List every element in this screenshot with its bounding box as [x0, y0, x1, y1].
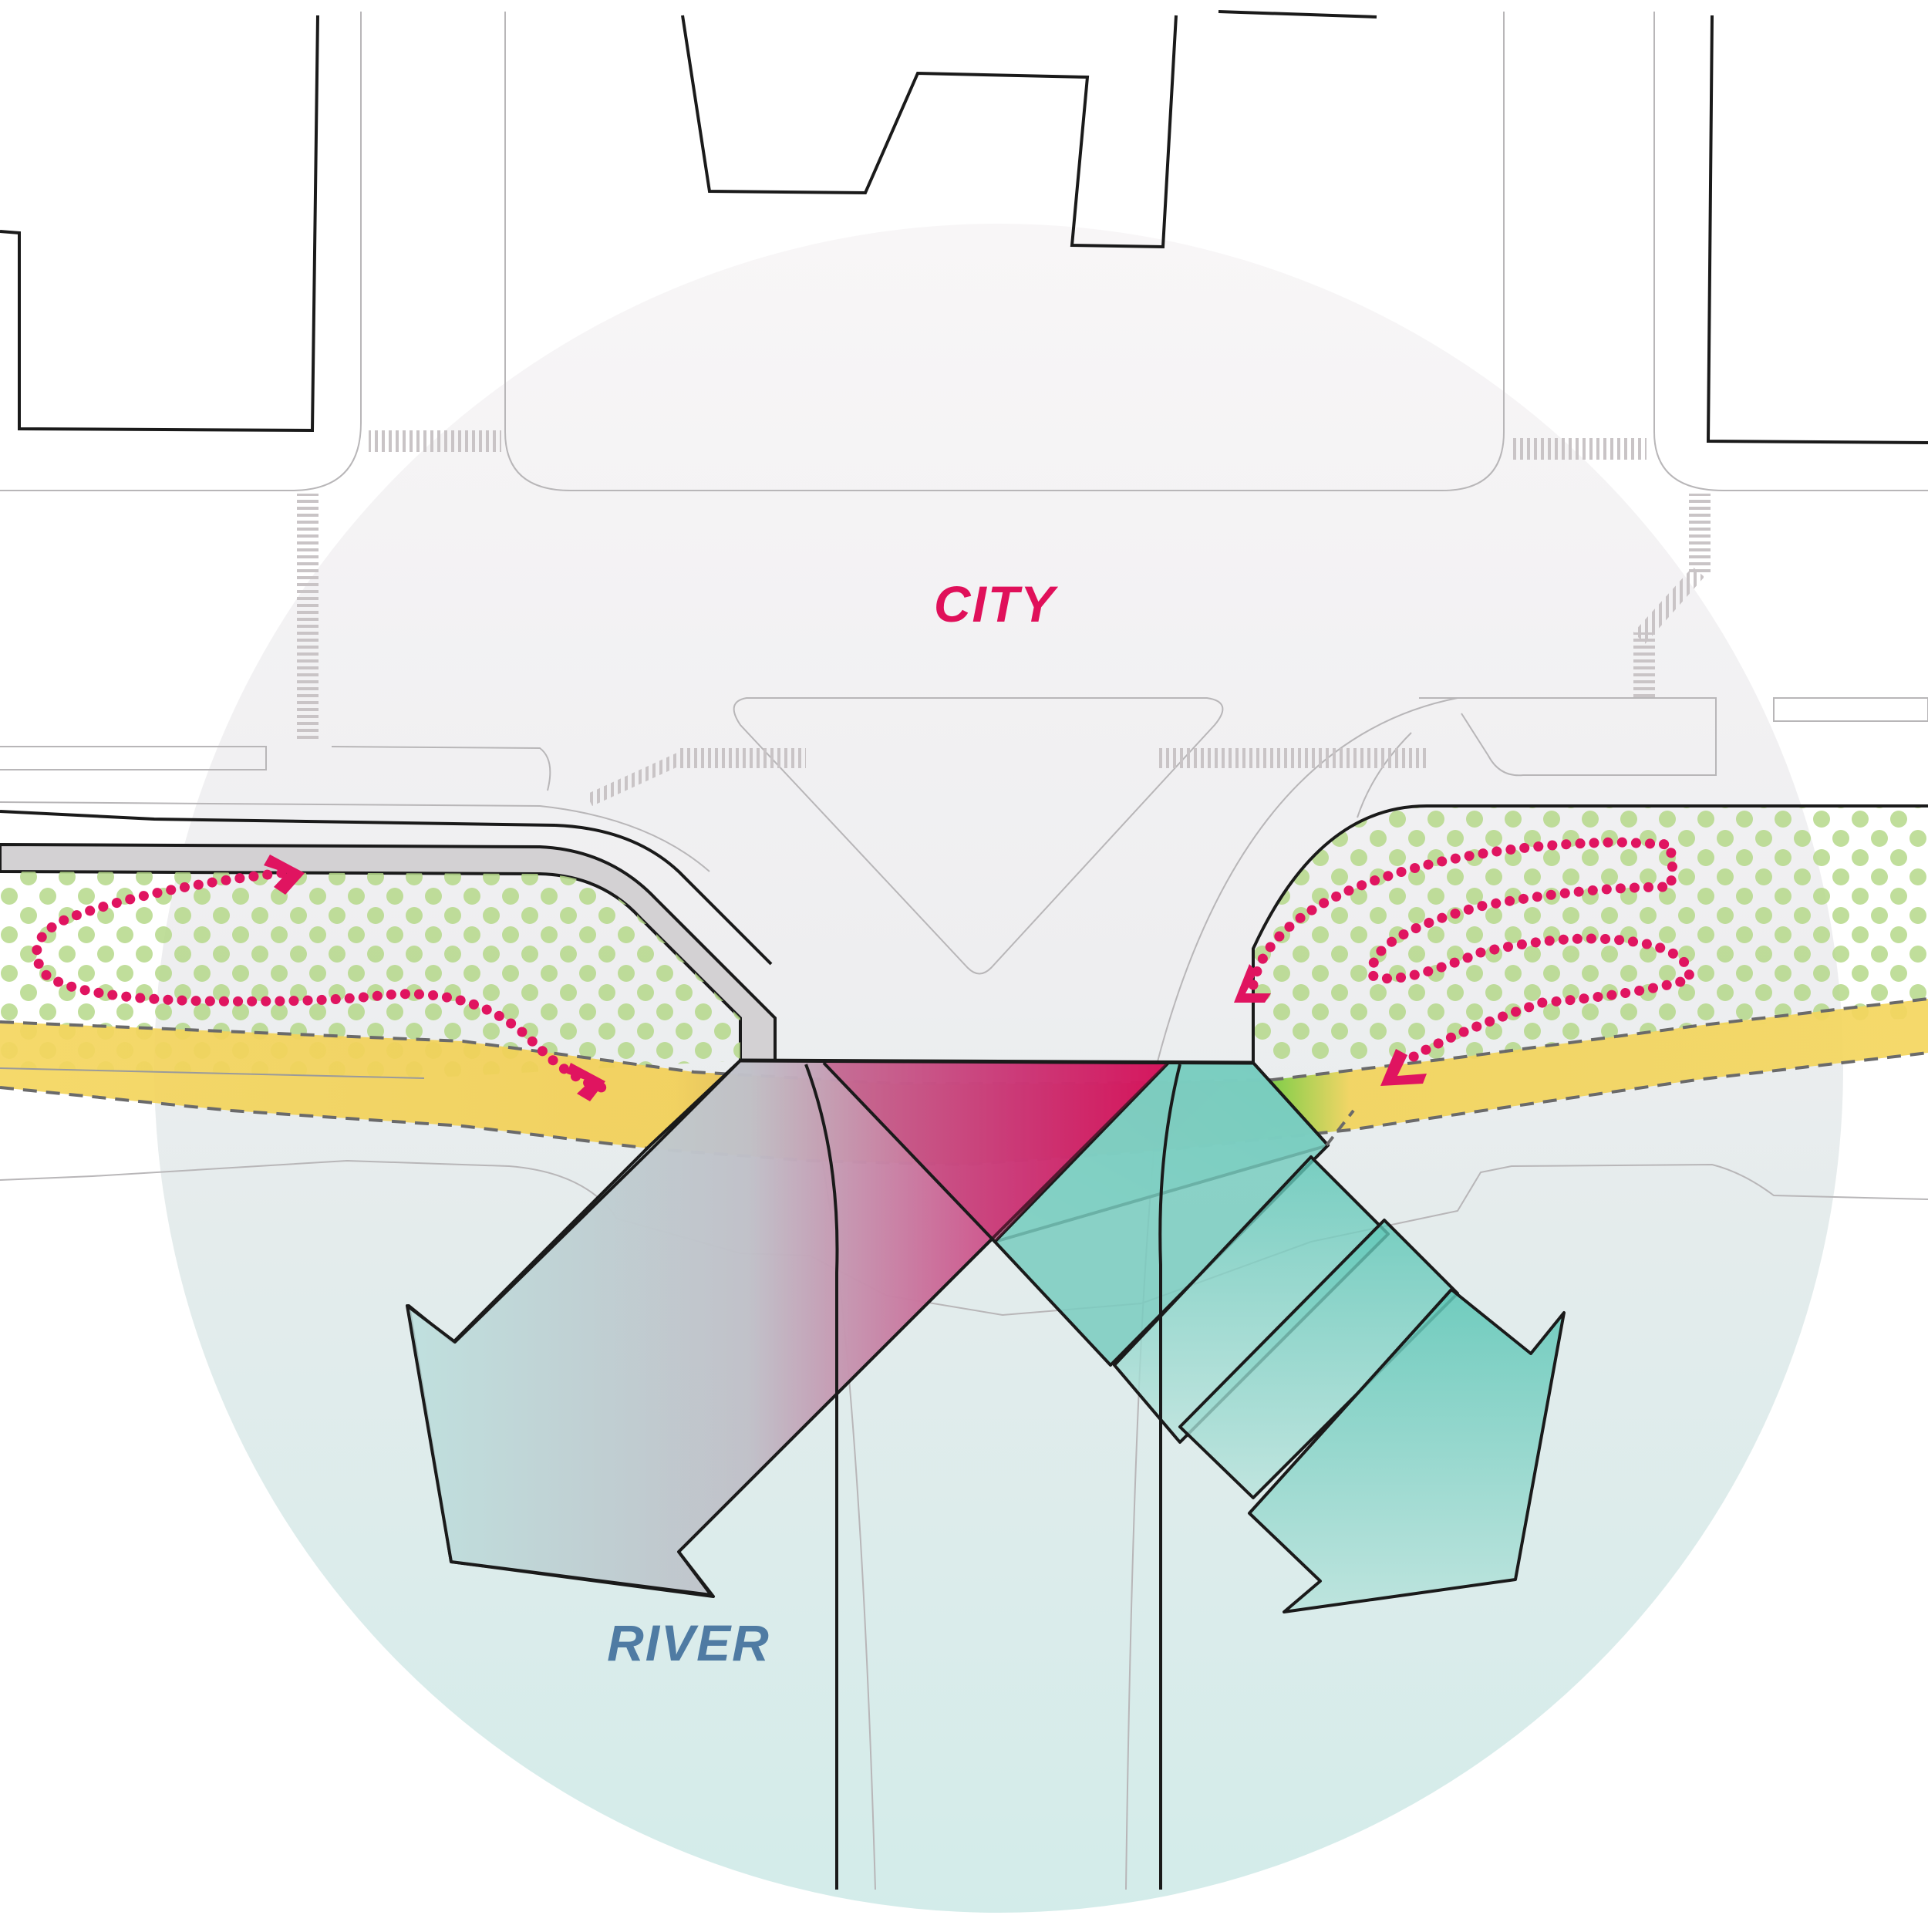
river-label: RIVER	[607, 1614, 770, 1671]
street-outlines	[0, 12, 1928, 1890]
right-planting-zone	[1253, 806, 1928, 1060]
left-river-arrow-body	[406, 1059, 1170, 1597]
chevron-arrow-icon	[1234, 964, 1271, 1003]
right-arrow-tip	[1248, 1288, 1566, 1613]
city-label: CITY	[933, 575, 1057, 632]
right-arrow-stripe-1	[1113, 1155, 1390, 1444]
chevron-arrow-icon	[264, 855, 305, 895]
promenade-band	[0, 999, 1928, 1165]
left-road-edge	[0, 810, 556, 827]
left-planting-zone	[0, 872, 740, 1078]
left-dotted-path	[32, 868, 607, 1093]
crosswalks	[297, 430, 1711, 806]
chevron-arrow-icon	[1380, 1049, 1427, 1086]
right-dotted-path	[1248, 837, 1694, 1066]
overlap-highlight	[824, 1063, 1168, 1242]
river-piers	[804, 1064, 1181, 1890]
building-outlines	[0, 10, 1928, 444]
chevron-arrow-icon	[567, 1063, 605, 1101]
chevron-arrow-icons	[264, 855, 1427, 1101]
right-arrow-stripe-2	[1178, 1219, 1459, 1499]
